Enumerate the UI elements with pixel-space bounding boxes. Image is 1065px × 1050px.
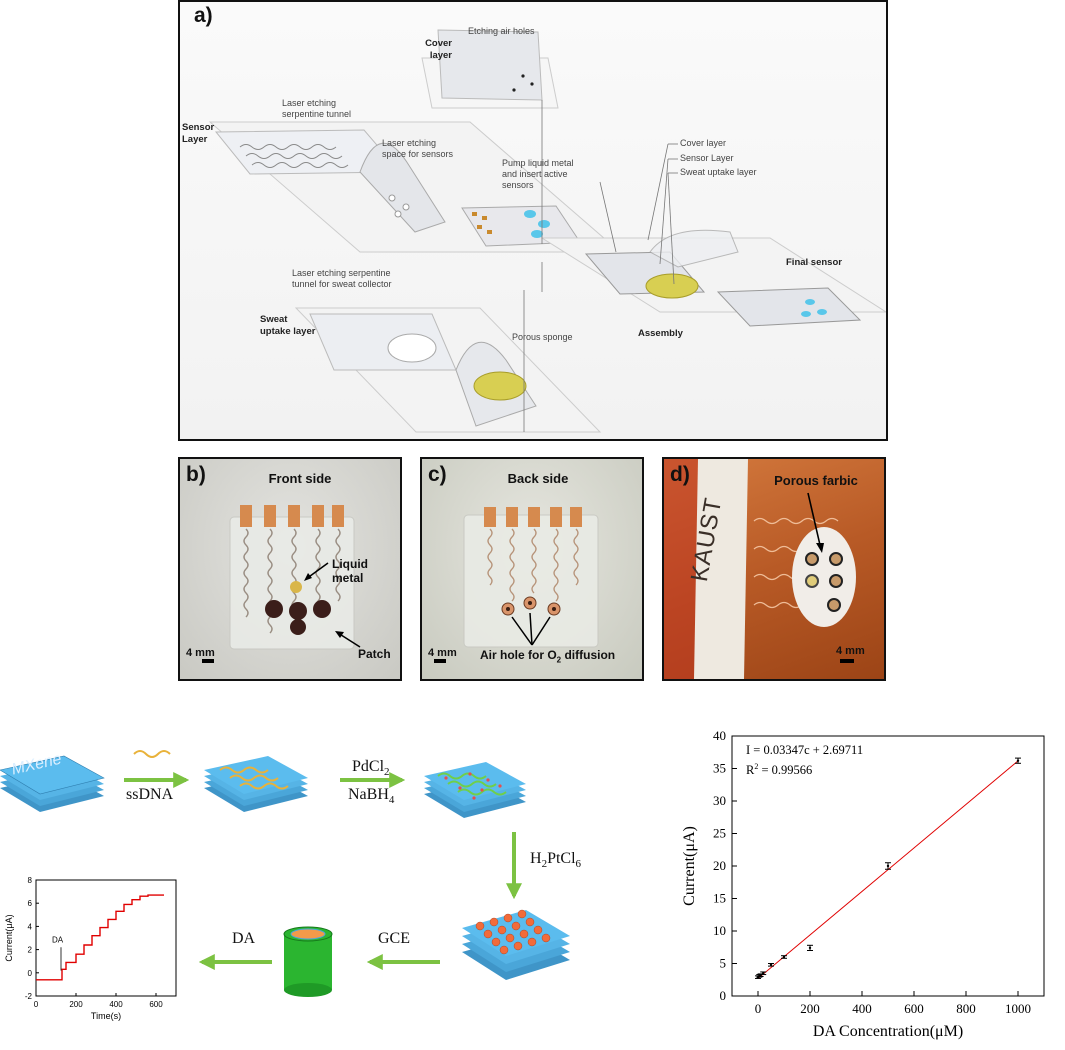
curled-sheet bbox=[359, 142, 446, 233]
panel-b-label: b) bbox=[186, 463, 206, 486]
y-tick-label: 10 bbox=[713, 923, 726, 938]
gce-label: GCE bbox=[378, 930, 410, 947]
back-side-patch bbox=[434, 507, 599, 663]
scale-c: 4 mm bbox=[428, 647, 457, 659]
x-tick-label: 200 bbox=[69, 1000, 83, 1009]
x-tick-label: 200 bbox=[800, 1001, 820, 1016]
x-tick-label: 400 bbox=[852, 1001, 872, 1016]
y-tick-label: 4 bbox=[28, 922, 33, 931]
data-point bbox=[886, 864, 890, 868]
pd-dna-mxene-stack bbox=[424, 762, 526, 818]
panel-c-photo: c) Back side 4 mm Air hole for O2 diffus… bbox=[420, 457, 644, 681]
data-point bbox=[782, 955, 786, 959]
panel-a-exploded-diagram: a) Cover layer Etching air holes Sensor … bbox=[178, 0, 888, 441]
cover-layer-film bbox=[437, 29, 543, 101]
final-sensor bbox=[716, 287, 862, 327]
x-tick-label: 800 bbox=[956, 1001, 976, 1016]
data-point bbox=[808, 946, 812, 950]
y-axis-label: Current(μA) bbox=[681, 826, 698, 906]
laser-space-label: Laser etching space for sensors bbox=[382, 138, 454, 159]
panel-b-photo: b) Front side Liquid metal Patch 4 mm bbox=[178, 457, 402, 681]
mxene-stack bbox=[0, 755, 105, 812]
y-tick-label: 2 bbox=[28, 946, 33, 955]
sensor-layer-label: Sensor Layer bbox=[182, 122, 215, 145]
y-tick-label: 25 bbox=[713, 826, 726, 841]
assembly-label: Assembly bbox=[638, 328, 683, 339]
gce-electrode bbox=[283, 926, 333, 997]
back-side-title: Back side bbox=[507, 471, 569, 486]
data-point bbox=[762, 972, 765, 975]
data-point bbox=[769, 963, 773, 966]
stack-sweat-label: Sweat uptake layer bbox=[680, 167, 757, 177]
kaust-strap bbox=[694, 459, 748, 679]
final-sensor-label: Final sensor bbox=[786, 257, 842, 268]
x-tick-label: 600 bbox=[149, 1000, 163, 1009]
y-tick-label: 35 bbox=[713, 761, 726, 776]
fit-equation: I = 0.03347c + 2.69711 bbox=[746, 743, 863, 757]
it-curve bbox=[36, 894, 164, 981]
panel-d-label: d) bbox=[670, 463, 690, 486]
y-tick-label: 15 bbox=[713, 891, 726, 906]
sweat-uptake-layer-label: Sweat uptake layer bbox=[260, 314, 316, 337]
h2ptcl6-label: H2PtCl6 bbox=[530, 850, 582, 871]
plot-frame bbox=[35, 879, 177, 997]
x-axis-label: DA Concentration(μM) bbox=[813, 1023, 963, 1040]
front-side-title: Front side bbox=[268, 471, 332, 486]
ssdna-label: ssDNA bbox=[126, 786, 174, 803]
y-tick-label: 20 bbox=[713, 858, 726, 873]
porous-sponge bbox=[473, 371, 527, 401]
y-tick-label: 30 bbox=[713, 793, 726, 808]
liquid-metal-label: Liquid metal bbox=[332, 557, 368, 585]
y-tick-label: -2 bbox=[25, 992, 33, 1001]
synthesis-scheme bbox=[0, 750, 570, 997]
da-annotation: DA bbox=[52, 936, 64, 945]
x-tick-label: 1000 bbox=[1005, 1001, 1031, 1016]
cover-layer-label: Cover layer bbox=[425, 38, 452, 61]
front-side-patch bbox=[202, 505, 361, 663]
x-tick-label: 0 bbox=[34, 1000, 39, 1009]
x-tick-label: 400 bbox=[109, 1000, 123, 1009]
laser-sweat-label: Laser etching serpentine tunnel for swea… bbox=[292, 268, 392, 289]
da-label: DA bbox=[232, 930, 256, 947]
laser-serpentine-label: Laser etching serpentine tunnel bbox=[282, 98, 352, 119]
kaust-armband bbox=[664, 459, 856, 679]
y-axis-label: Current(μA) bbox=[4, 914, 14, 961]
pump-liquid-label: Pump liquid metal and insert active sens… bbox=[502, 158, 574, 190]
panel-c-label: c) bbox=[428, 463, 447, 486]
pdcl2-label: PdCl2 bbox=[352, 758, 390, 779]
air-hole-label: Air hole for O2 diffusion bbox=[480, 648, 616, 665]
scale-b: 4 mm bbox=[186, 647, 215, 659]
y-tick-label: 40 bbox=[713, 728, 726, 743]
y-tick-label: 5 bbox=[720, 956, 727, 971]
y-tick-label: 6 bbox=[28, 899, 33, 908]
panel-a-label: a) bbox=[194, 4, 213, 27]
r-squared: R2 = 0.99566 bbox=[746, 762, 812, 777]
ssdna-strand bbox=[133, 750, 171, 758]
stack-sensor-label: Sensor Layer bbox=[680, 153, 734, 163]
x-tick-label: 0 bbox=[755, 1001, 762, 1016]
y-tick-label: 8 bbox=[28, 876, 33, 885]
nabh4-label: NaBH4 bbox=[348, 786, 395, 807]
x-tick-label: 600 bbox=[904, 1001, 924, 1016]
x-axis-label: Time(s) bbox=[91, 1011, 121, 1021]
porous-fabric-title: Porous farbic bbox=[774, 473, 858, 488]
layer-illustration bbox=[208, 29, 888, 433]
ptpd-dna-mxene-stack bbox=[462, 909, 570, 980]
scale-d: 4 mm bbox=[836, 645, 865, 657]
porous-fabric bbox=[792, 527, 856, 627]
etching-air-holes-label: Etching air holes bbox=[468, 26, 535, 36]
serpentine-lines bbox=[239, 144, 349, 168]
dna-mxene-stack bbox=[204, 756, 308, 812]
patch-label: Patch bbox=[358, 647, 391, 661]
data-point bbox=[1016, 759, 1020, 762]
stack-cover-label: Cover layer bbox=[680, 138, 727, 148]
porous-sponge-label: Porous sponge bbox=[512, 332, 573, 342]
calibration-chart: 0 200 400 600 800 1000 0 5 10 15 20 25 30 35 40 I = 0.0… bbox=[681, 728, 1045, 1040]
y-tick-label: 0 bbox=[28, 969, 33, 978]
y-tick-label: 0 bbox=[720, 988, 727, 1003]
panel-d-photo: KAUST d) Porous farbic 4 mm bbox=[662, 457, 886, 681]
